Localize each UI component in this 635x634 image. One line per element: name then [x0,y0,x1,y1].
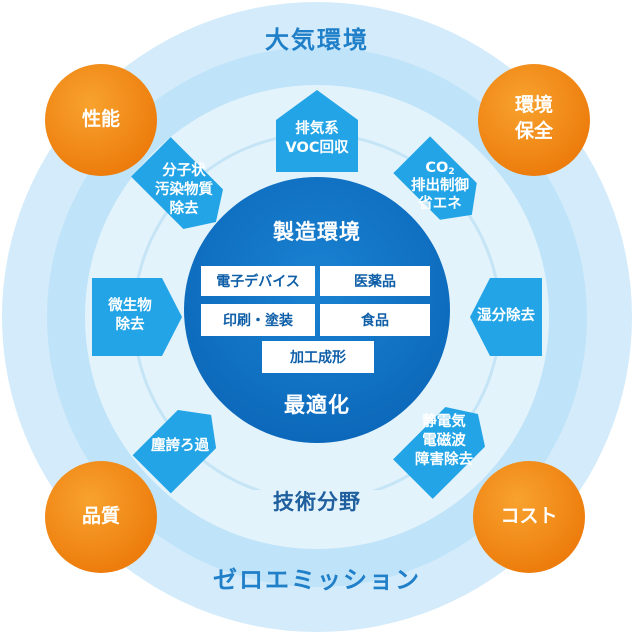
center-item-food: 食品 [320,304,430,336]
node-left-shape [92,278,182,356]
node-top-shape [276,90,358,172]
center-disc [184,177,450,443]
node-top-left-line2: 汚染物質 [155,182,213,198]
node-top-left-line3: 除去 [169,201,199,217]
node-bottom-left-label: 塵誇ろ過 [151,438,209,454]
node-right-shape [470,278,542,356]
corner-label-cost: コスト [500,505,558,527]
node-left-line1: 微生物 [108,298,152,314]
node-top-line1: 排気系 [295,121,339,137]
center-item-molding: 加工成形 [262,341,374,373]
corner-label-env-line1: 環境 [514,94,553,116]
tech-field-label: 技術分野 [250,490,384,516]
node-bottom-right-line3: 障害除去 [415,452,473,468]
node-top-right-line1: CO2 [425,160,455,177]
node-bottom-left-shape [132,409,217,494]
node-bottom-right-shape [393,406,486,499]
node-top-left-shape [131,137,224,230]
outer-ring-bottom-label: ゼロエミッション [213,566,421,594]
node-top-left-line1: 分子状 [162,163,206,179]
node-top-right-shape [393,136,477,220]
center-item-electronics: 電子デバイス [201,266,315,296]
corner-label-performance: 性能 [81,108,120,130]
corner-circle-bottom-right [473,461,585,573]
center-title: 製造環境 [273,220,361,244]
corner-label-env-line2: 保全 [514,120,553,142]
node-top-right-line2: 排出制御 [411,178,469,194]
corner-label-quality: 品質 [81,505,120,527]
node-top-line2: VOC回収 [285,140,349,156]
node-right-label: 湿分除去 [477,308,535,324]
corner-circle-top-right [478,64,590,176]
corner-circle-bottom-left [45,461,157,573]
center-item-printing: 印刷・塗装 [201,304,315,336]
corner-circle-top-left [45,64,157,176]
node-bottom-right-line1: 静電気 [422,414,466,430]
node-top-right-line3: 省エネ [418,196,462,212]
center-item-pharma: 医薬品 [320,266,430,296]
center-subtitle: 最適化 [284,393,350,417]
node-bottom-right-line2: 電磁波 [422,433,466,449]
outer-ring-top-label: 大気環境 [265,26,369,54]
node-left-line2: 除去 [115,317,145,333]
